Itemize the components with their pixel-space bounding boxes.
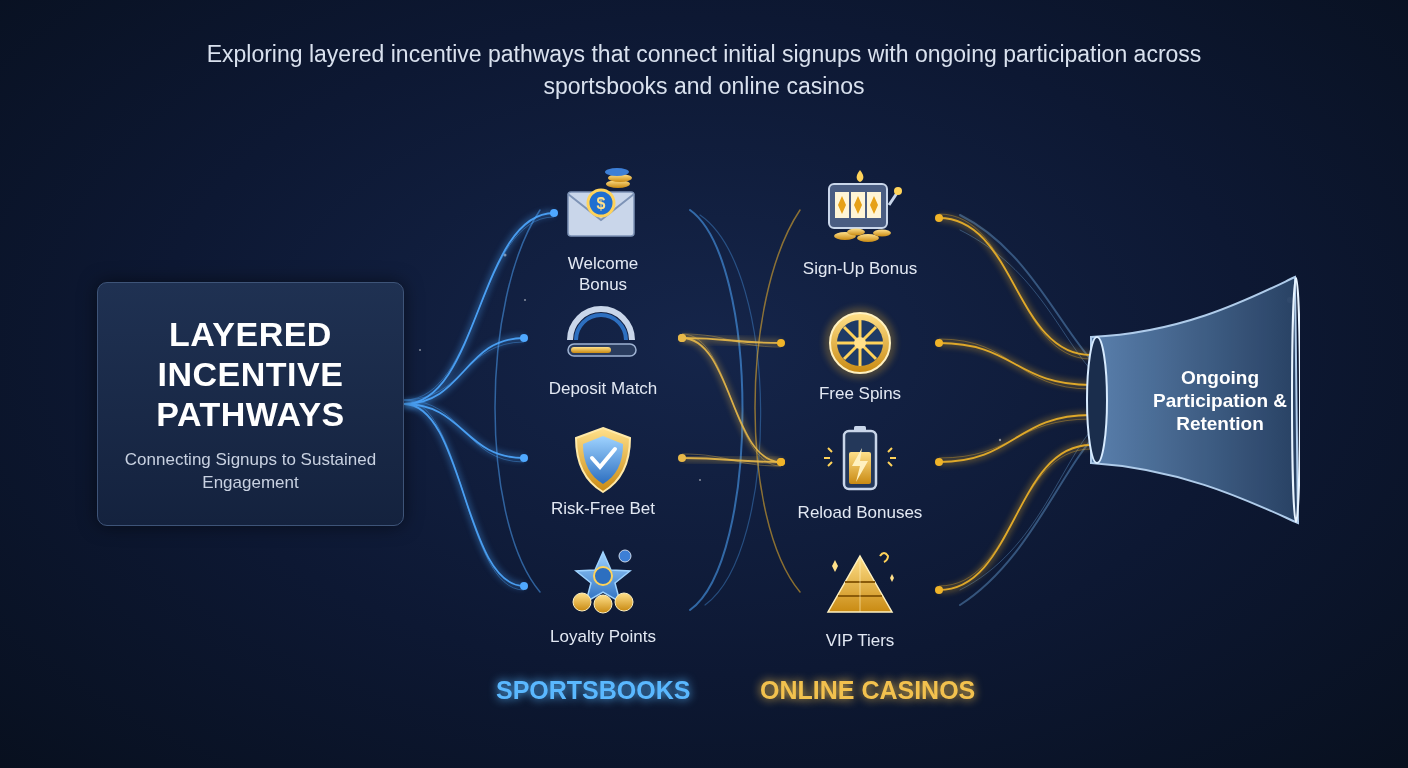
decorative-arcs xyxy=(495,210,1100,610)
item-label: Sign-Up Bonus xyxy=(775,258,945,279)
connector-dot xyxy=(935,214,943,222)
connector xyxy=(935,415,1091,466)
incentive-item: VIP Tiers xyxy=(775,552,945,651)
connector-strand xyxy=(404,217,554,400)
connector-dot xyxy=(678,454,686,462)
connector xyxy=(404,209,558,404)
pyramid-icon xyxy=(828,553,894,612)
connector xyxy=(404,400,528,590)
envelope-icon: $ xyxy=(568,168,634,236)
incentive-item: Deposit Match xyxy=(518,300,688,399)
connector xyxy=(404,334,528,404)
connector xyxy=(678,334,785,466)
connector xyxy=(935,214,1091,359)
connector-glow xyxy=(939,415,1091,462)
box-subtitle: Connecting Signups to Sustained Engageme… xyxy=(114,448,387,494)
connector-dot xyxy=(678,334,686,342)
svg-text:$: $ xyxy=(597,195,606,212)
connector-dot xyxy=(678,334,686,342)
funnel-rim xyxy=(1292,278,1300,522)
connector-dot xyxy=(777,458,785,466)
connector-line xyxy=(939,415,1091,462)
funnel-body xyxy=(1091,277,1298,523)
item-label: Free Spins xyxy=(775,383,945,404)
incentive-item: Loyalty Points xyxy=(518,548,688,647)
connector-dot xyxy=(935,339,943,347)
incentive-item: Risk-Free Bet xyxy=(518,420,688,519)
item-label: Welcome Bonus xyxy=(548,253,658,295)
incentive-item: Welcome Bonus xyxy=(548,175,658,295)
slot-machine-icon xyxy=(829,170,902,242)
connector-strand xyxy=(939,214,1091,359)
item-label: Reload Bonuses xyxy=(775,502,945,523)
connector-strand xyxy=(404,400,524,590)
connector-strand xyxy=(682,454,781,466)
connector-strand xyxy=(939,449,1091,586)
connector-glow xyxy=(404,338,524,404)
incentive-item: Sign-Up Bonus xyxy=(775,180,945,279)
connector-dot xyxy=(520,582,528,590)
item-label: Loyalty Points xyxy=(518,626,688,647)
connector-dot xyxy=(935,458,943,466)
connector xyxy=(678,454,785,466)
connector-glow xyxy=(404,213,554,404)
incentive-item: Free Spins xyxy=(775,305,945,404)
gauge-icon xyxy=(568,309,636,356)
wheel-icon xyxy=(824,307,896,379)
connector-dot xyxy=(550,209,558,217)
connector-strand xyxy=(682,334,781,466)
connector-dot xyxy=(520,454,528,462)
connector-line xyxy=(404,338,524,404)
main-box: LAYERED INCENTIVE PATHWAYS Connecting Sig… xyxy=(97,282,404,526)
diagram-title: Exploring layered incentive pathways tha… xyxy=(200,38,1208,102)
funnel-shape: Ongoing Participation & Retention xyxy=(1085,275,1300,525)
connector-dot xyxy=(777,458,785,466)
connector-dot xyxy=(520,334,528,342)
item-label: VIP Tiers xyxy=(775,630,945,651)
incentive-item: Reload Bonuses xyxy=(775,424,945,523)
connector-dot xyxy=(777,339,785,347)
section-label: ONLINE CASINOS xyxy=(760,676,975,705)
connector-line xyxy=(404,213,554,404)
connector-glow xyxy=(939,445,1091,590)
connector-line xyxy=(939,445,1091,590)
funnel-label: Ongoing Participation & Retention xyxy=(1147,366,1293,435)
connector-strand xyxy=(404,342,524,400)
shield-icon xyxy=(576,428,630,492)
connector-dot xyxy=(935,586,943,594)
star-coins-icon xyxy=(573,550,633,613)
funnel-mouth xyxy=(1087,337,1107,463)
connector-strand xyxy=(939,339,1091,389)
item-label: Risk-Free Bet xyxy=(518,498,688,519)
item-label: Deposit Match xyxy=(518,378,688,399)
box-heading: LAYERED INCENTIVE PATHWAYS xyxy=(114,314,387,434)
section-label: SPORTSBOOKS xyxy=(496,676,690,705)
connector xyxy=(935,445,1091,594)
battery-icon xyxy=(824,426,896,489)
connector xyxy=(935,339,1091,389)
